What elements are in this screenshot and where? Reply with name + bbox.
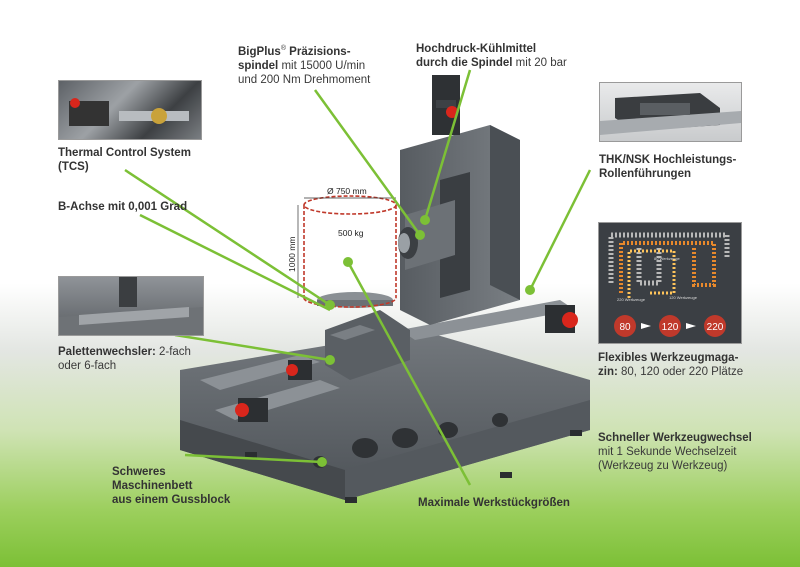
pallet-changer-image xyxy=(59,277,203,335)
leader-lines xyxy=(124,69,592,486)
rails-line2: Rollenführungen xyxy=(599,168,691,180)
height-label: 1000 mm xyxy=(287,237,297,272)
rails-line1: THK/NSK Hochleistungs- xyxy=(599,154,737,166)
coolant-rest: mit 20 bar xyxy=(512,57,567,69)
spindle-bold1: BigPlus xyxy=(238,45,281,58)
tcs-callout: Thermal Control System (TCS) xyxy=(58,146,218,174)
spindle-head xyxy=(398,200,455,270)
pallet-callout: Palettenwechsler: 2-fach oder 6-fach xyxy=(58,345,218,373)
coolant-callout: Hochdruck-Kühlmittel durch die Spindel m… xyxy=(416,42,586,70)
workpiece-callout: Maximale Werkstückgrößen xyxy=(418,496,618,510)
tool-magazine-diagram: 220 Werkzeuge 80 Werkzeuge 120 Werkzeuge… xyxy=(608,232,730,337)
tcs-thumbnail xyxy=(58,80,202,140)
size-80: 80 xyxy=(619,322,631,333)
roller-guide-image xyxy=(600,93,741,135)
spindle-rest1: mit 15000 U/min xyxy=(278,59,366,72)
baxis-callout: B-Achse mit 0,001 Grad xyxy=(58,200,218,214)
size-220: 220 xyxy=(707,322,724,333)
magazine-rest: 80, 120 oder 220 Plätze xyxy=(617,366,744,378)
spindle-reg: ® xyxy=(280,45,286,52)
bed-callout: Schweres Maschinenbett aus einem Gussblo… xyxy=(112,465,272,507)
toolchange-bold: Schneller Werkzeugwechsel xyxy=(598,432,752,444)
label-80: 80 Werkzeuge xyxy=(654,256,680,261)
spindle-callout: BigPlus® Präzisions- spindel mit 15000 U… xyxy=(238,42,388,87)
pallet-rest1: 2-fach xyxy=(155,346,191,358)
tcs-detail-image xyxy=(69,98,189,126)
magazine-thumbnail: 220 Werkzeuge 80 Werkzeuge 120 Werkzeuge… xyxy=(598,222,742,344)
spindle-bold2: Präzisions- xyxy=(285,45,351,58)
leader-dots xyxy=(317,215,535,467)
bed-line3: aus einem Gussblock xyxy=(112,494,231,506)
rails-callout: THK/NSK Hochleistungs- Rollenführungen xyxy=(599,153,759,181)
pallet-bold: Palettenwechsler: xyxy=(58,346,156,358)
rotary-table xyxy=(317,292,410,380)
machine-column xyxy=(400,75,520,325)
bed-line1: Schweres xyxy=(112,466,166,478)
machine-feet xyxy=(245,430,582,503)
work-envelope xyxy=(297,195,397,308)
spindle-bold3: spindel xyxy=(238,59,279,72)
toolchange-callout: Schneller Werkzeugwechsel mit 1 Sekunde … xyxy=(598,431,788,473)
rails-thumbnail xyxy=(599,82,742,142)
coolant-bold2: durch die Spindel xyxy=(416,57,513,69)
diameter-label: Ø 750 mm xyxy=(327,186,367,196)
tcs-line2: (TCS) xyxy=(58,161,89,173)
coolant-bold1: Hochdruck-Kühlmittel xyxy=(416,43,537,55)
label-220: 220 Werkzeuge xyxy=(617,297,646,302)
workpiece-text: Maximale Werkstückgrößen xyxy=(418,497,570,509)
tcs-line1: Thermal Control System xyxy=(58,147,191,159)
spindle-rest2: und 200 Nm Drehmoment xyxy=(238,73,371,86)
pallet-thumbnail xyxy=(58,276,204,336)
weight-label: 500 kg xyxy=(338,228,364,238)
servo-motors xyxy=(235,106,578,422)
bed-line2: Maschinenbett xyxy=(112,480,193,492)
label-120: 120 Werkzeuge xyxy=(669,295,698,300)
magazine-bold1: Flexibles Werkzeugmaga- xyxy=(598,352,739,364)
pallet-rest2: oder 6-fach xyxy=(58,360,117,372)
size-120: 120 xyxy=(662,322,679,333)
magazine-bold2: zin: xyxy=(598,366,618,378)
baxis-text: B-Achse mit 0,001 Grad xyxy=(58,201,188,213)
magazine-callout: Flexibles Werkzeugmaga- zin: 80, 120 ode… xyxy=(598,351,768,379)
toolchange-rest1: mit 1 Sekunde Wechselzeit xyxy=(598,446,737,458)
toolchange-rest2: (Werkzeug zu Werkzeug) xyxy=(598,460,728,472)
